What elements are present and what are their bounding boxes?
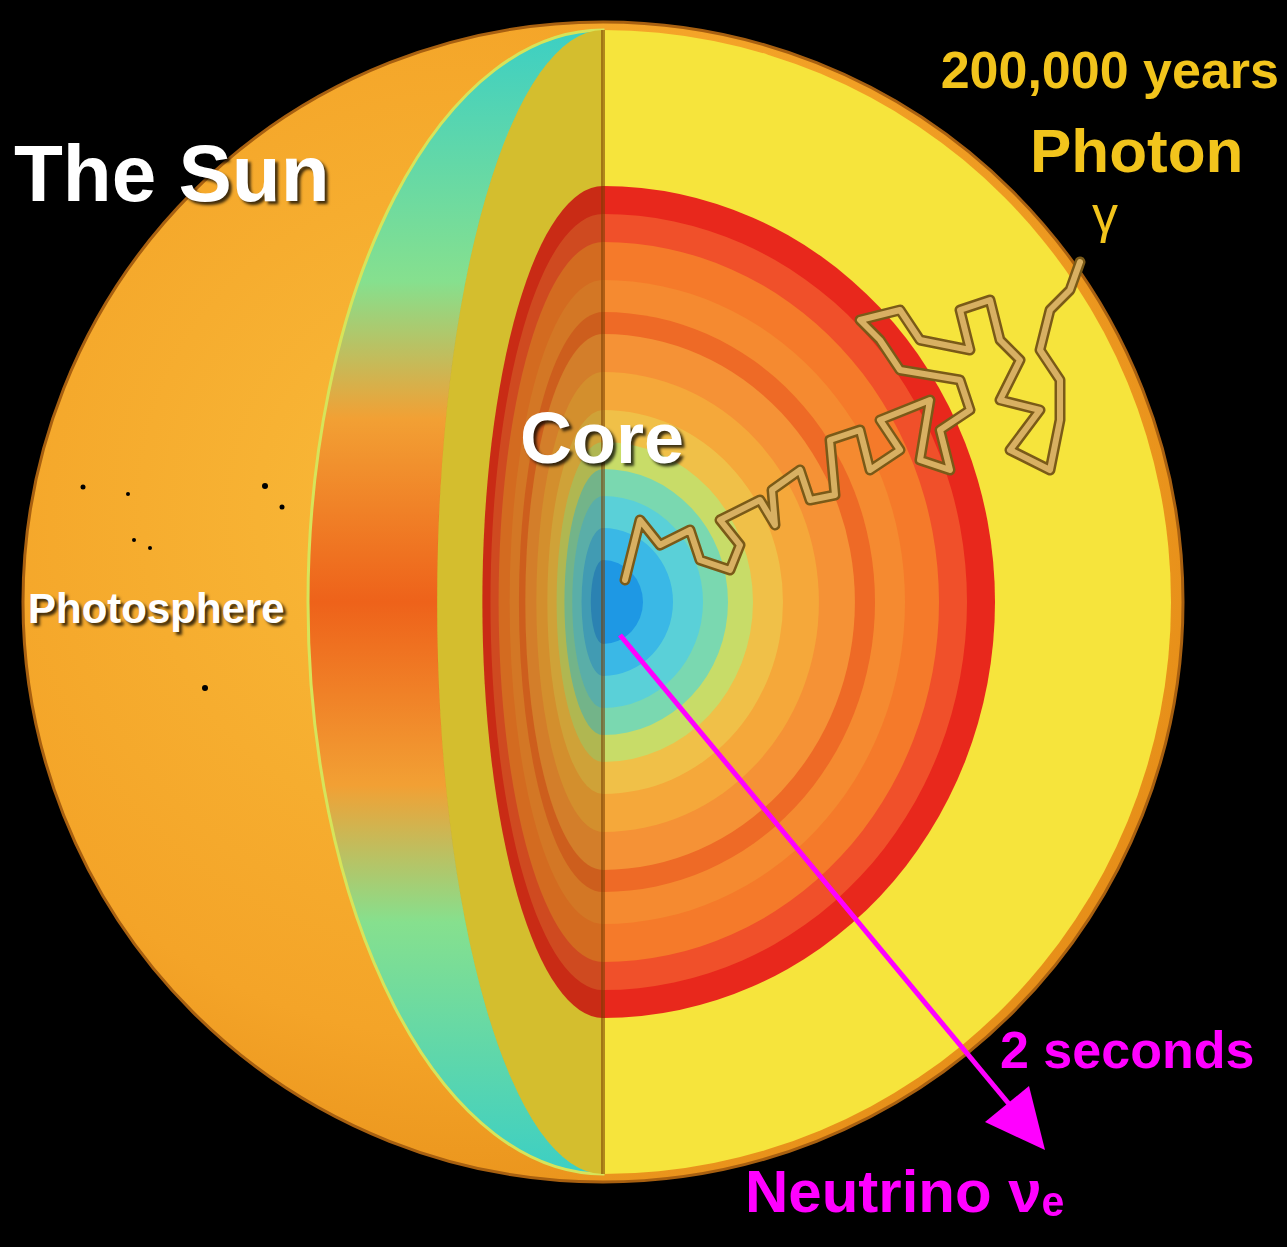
- cut-edge: [601, 30, 605, 1174]
- region-label: Photosphere: [28, 588, 285, 630]
- sunspots: [81, 483, 285, 691]
- particle-label: Photon: [1030, 120, 1244, 182]
- particle-label: Neutrino νₑ: [745, 1162, 1064, 1222]
- diagram-title: The Sun: [14, 134, 330, 214]
- time-label: 200,000 years: [941, 44, 1279, 96]
- interior-layers: [437, 30, 1171, 1174]
- interior-layer: [437, 30, 1171, 1174]
- photon-path: [625, 262, 1080, 580]
- face-shade: [437, 30, 603, 1174]
- time-label: 2 seconds: [1000, 1024, 1254, 1076]
- particle-symbol: γ: [1092, 188, 1118, 240]
- wedge-face: [308, 30, 603, 1174]
- region-label: Core: [520, 402, 684, 474]
- neutrino-arrow: [620, 635, 1045, 1150]
